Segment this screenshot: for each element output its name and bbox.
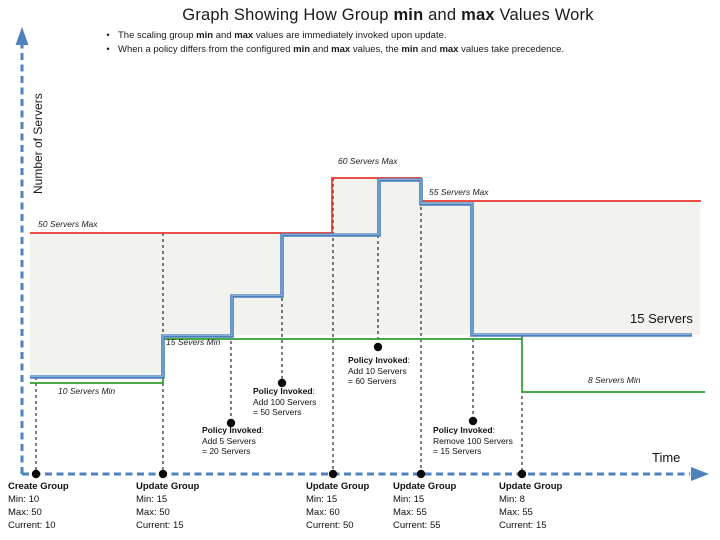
- policy-line-text: Add 100 Servers: [253, 396, 317, 407]
- policy-callout-1: Policy Invoked: Add 5 Servers = 20 Serve…: [202, 425, 264, 457]
- policy-colon: :: [492, 425, 495, 435]
- policy-line-text: = 50 Servers: [253, 407, 302, 417]
- min-line: [30, 338, 705, 393]
- bullet-text: When a policy differs from the configure…: [118, 43, 565, 55]
- policy-colon: :: [312, 386, 315, 396]
- label-60-servers-max: 60 Servers Max: [338, 156, 398, 166]
- event-title: Update Group: [306, 481, 370, 492]
- event-dashed-lines: [35, 178, 523, 470]
- policy-callout-3: Policy Invoked: Add 10 Servers = 60 Serv…: [348, 355, 410, 387]
- event-max: Max: 60: [306, 507, 340, 518]
- timeline-event-update-4: Update Group Min: 8 Max: 55 Current: 15: [499, 480, 562, 532]
- event-current: Current: 15: [499, 520, 547, 531]
- event-min: Min: 15: [393, 494, 425, 505]
- bullet-glyph: •: [106, 30, 110, 41]
- event-max: Max: 50: [136, 507, 170, 518]
- bullet-text: The scaling group min and max values are…: [118, 30, 447, 41]
- policy-line-text: Add 10 Servers: [348, 365, 407, 376]
- event-current: Current: 10: [8, 520, 56, 531]
- event-max: Max: 50: [8, 507, 42, 518]
- event-max: Max: 55: [499, 507, 533, 518]
- event-title: Update Group: [499, 481, 563, 492]
- event-current: Current: 15: [136, 520, 184, 531]
- event-current: Current: 50: [306, 520, 354, 531]
- x-axis: [22, 467, 709, 481]
- label-15-servers-min: 15 Severs Min: [166, 337, 221, 347]
- bullet-list: • The scaling group min and max values a…: [104, 29, 564, 56]
- event-max: Max: 55: [393, 507, 427, 518]
- current-line-highlight: [30, 178, 692, 377]
- policy-callout-2: Policy Invoked: Add 100 Servers = 50 Ser…: [253, 386, 316, 418]
- event-min: Min: 8: [499, 494, 525, 505]
- policy-line-text: = 15 Servers: [433, 446, 482, 456]
- page-title: Graph Showing How Group min and max Valu…: [182, 6, 594, 24]
- policy-line-text: = 20 Servers: [202, 446, 251, 456]
- policy-callout-4: Policy Invoked: Remove 100 Servers = 15 …: [433, 425, 513, 457]
- policy-title: Policy Invoked: [433, 425, 493, 435]
- policy-colon: :: [407, 355, 410, 365]
- policy-title: Policy Invoked: [202, 425, 262, 435]
- policy-dots: [226, 342, 478, 428]
- event-min: Min: 10: [8, 494, 40, 505]
- label-15-servers-current: 15 Servers: [630, 311, 693, 326]
- label-8-servers-min: 8 Servers Min: [588, 375, 641, 385]
- timeline-event-update-3: Update Group Min: 15 Max: 55 Current: 55: [393, 480, 456, 532]
- timeline-event-create: Create Group Min: 10 Max: 50 Current: 10: [8, 480, 69, 532]
- x-axis-label: Time: [652, 450, 681, 465]
- bullet-glyph: •: [106, 43, 110, 55]
- label-50-servers-max: 50 Servers Max: [38, 219, 98, 229]
- label-10-servers-min: 10 Servers Min: [58, 386, 116, 396]
- event-title: Update Group: [393, 481, 457, 492]
- policy-line-text: Remove 100 Servers: [433, 435, 513, 446]
- policy-line-text: = 60 Servers: [348, 376, 397, 386]
- max-line: [30, 177, 701, 234]
- timeline-event-update-1: Update Group Min: 15 Max: 50 Current: 15: [136, 480, 199, 532]
- y-axis-label: Number of Servers: [31, 93, 45, 194]
- policy-colon: :: [261, 425, 264, 435]
- policy-title: Policy Invoked: [253, 386, 313, 396]
- event-dots: [31, 469, 527, 479]
- bullet-item: • When a policy differs from the configu…: [104, 43, 564, 57]
- label-55-servers-max: 55 Servers Max: [429, 187, 489, 197]
- event-min: Min: 15: [136, 494, 168, 505]
- event-title: Create Group: [8, 481, 69, 492]
- event-title: Update Group: [136, 481, 200, 492]
- policy-line-text: Add 5 Servers: [202, 435, 256, 446]
- event-min: Min: 15: [306, 494, 338, 505]
- scaling-range-region: [30, 178, 700, 377]
- event-current: Current: 55: [393, 520, 441, 531]
- timeline-event-update-2: Update Group Min: 15 Max: 60 Current: 50: [306, 480, 369, 532]
- bullet-item: • The scaling group min and max values a…: [104, 29, 564, 43]
- y-axis: [15, 27, 29, 474]
- policy-title: Policy Invoked: [348, 355, 408, 365]
